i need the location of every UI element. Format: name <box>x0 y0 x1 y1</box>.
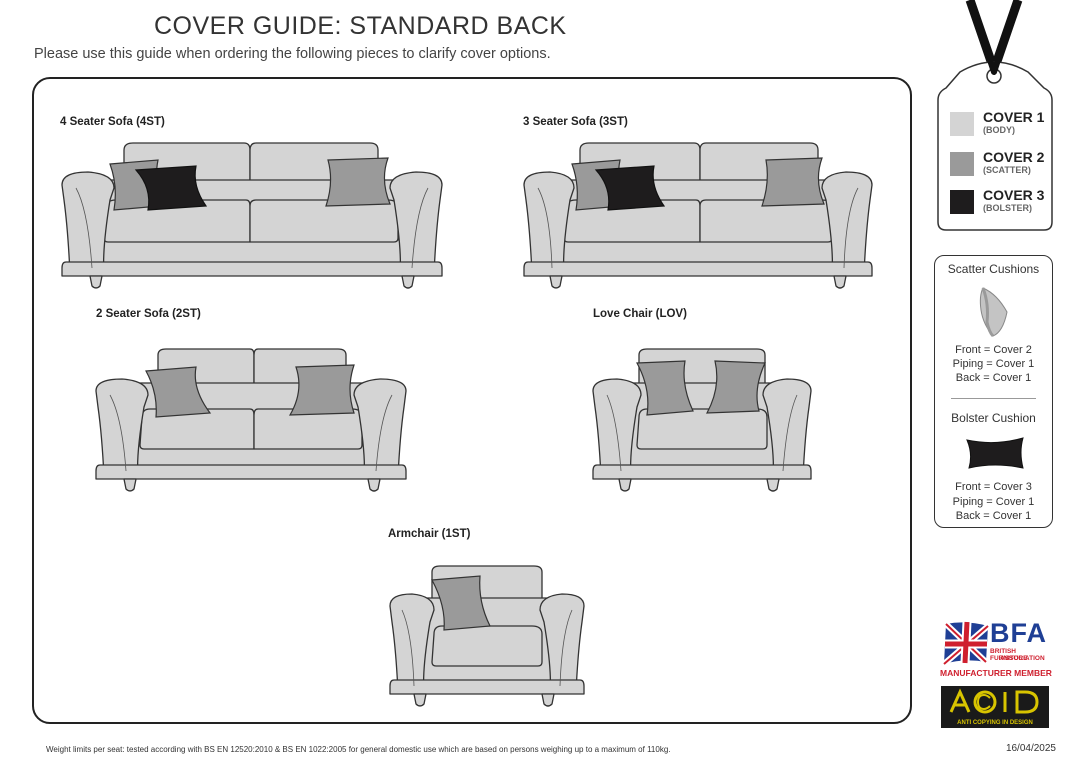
label-love-chair: Love Chair (LOV) <box>593 308 687 320</box>
sofa-3-seater-illustration <box>523 142 873 289</box>
bfa-logo: BFA BRITISH FURNITURE ASSOCIATION MANUFA… <box>940 618 1052 687</box>
scatter-cushion-icon <box>979 287 1008 338</box>
scatter-cushions-title: Scatter Cushions <box>947 262 1040 276</box>
cover-2-swatch <box>950 152 974 176</box>
cover-3-name: COVER 3 <box>983 187 1045 203</box>
acid-tagline: ANTI COPYING IN DESIGN <box>941 718 1049 728</box>
page-title: COVER GUIDE: STANDARD BACK <box>154 12 567 40</box>
bolster-front: Front = Cover 3 <box>955 481 1032 493</box>
label-4-seater: 4 Seater Sofa (4ST) <box>60 116 165 128</box>
cushion-divider <box>951 398 1036 399</box>
cover-3-sub: (BOLSTER) <box>983 203 1032 213</box>
scatter-back: Back = Cover 1 <box>955 372 1032 384</box>
legend-cover-1: COVER 1 (BODY) <box>950 110 1044 136</box>
bfa-line-2: ASSOCIATION <box>1000 655 1045 662</box>
footer-weight-note: Weight limits per seat: tested according… <box>46 745 671 754</box>
bfa-member: MANUFACTURER MEMBER <box>940 668 1052 678</box>
label-2-seater: 2 Seater Sofa (2ST) <box>96 308 201 320</box>
cover-2-name: COVER 2 <box>983 149 1045 165</box>
bfa-line-1: BRITISH FURNITURE <box>990 648 1028 662</box>
bolster-piping: Piping = Cover 1 <box>952 496 1035 508</box>
acid-logo: ANTI COPYING IN DESIGN <box>941 686 1049 728</box>
bfa-logo-graphic <box>942 621 990 667</box>
bolster-cushion-icon <box>966 437 1024 469</box>
footer-date: 16/04/2025 <box>1005 743 1056 754</box>
sofa-panel <box>32 77 912 724</box>
cover-3-swatch <box>950 190 974 214</box>
armchair-illustration <box>389 565 585 707</box>
label-armchair: Armchair (1ST) <box>388 528 471 540</box>
scatter-front: Front = Cover 2 <box>955 344 1032 356</box>
bfa-wordmark: BFA <box>990 618 1047 648</box>
page-subtitle: Please use this guide when ordering the … <box>34 46 551 62</box>
cover-1-sub: (BODY) <box>983 125 1015 135</box>
cushion-guide-box: Scatter Cushions Front = Cover 2 Piping … <box>934 255 1053 528</box>
legend-cover-2: COVER 2 (SCATTER) <box>950 150 1044 176</box>
cover-2-sub: (SCATTER) <box>983 165 1031 175</box>
love-chair-illustration <box>592 348 812 492</box>
bolster-back: Back = Cover 1 <box>955 510 1032 522</box>
label-3-seater: 3 Seater Sofa (3ST) <box>523 116 628 128</box>
sofa-4-seater-illustration <box>61 142 443 289</box>
scatter-piping: Piping = Cover 1 <box>952 358 1035 370</box>
cover-1-name: COVER 1 <box>983 109 1045 125</box>
legend-cover-3: COVER 3 (BOLSTER) <box>950 188 1044 214</box>
sofa-2-seater-illustration <box>95 348 407 492</box>
acid-logo-graphic <box>941 686 1049 718</box>
bolster-cushion-title: Bolster Cushion <box>951 411 1036 425</box>
cover-1-swatch <box>950 112 974 136</box>
